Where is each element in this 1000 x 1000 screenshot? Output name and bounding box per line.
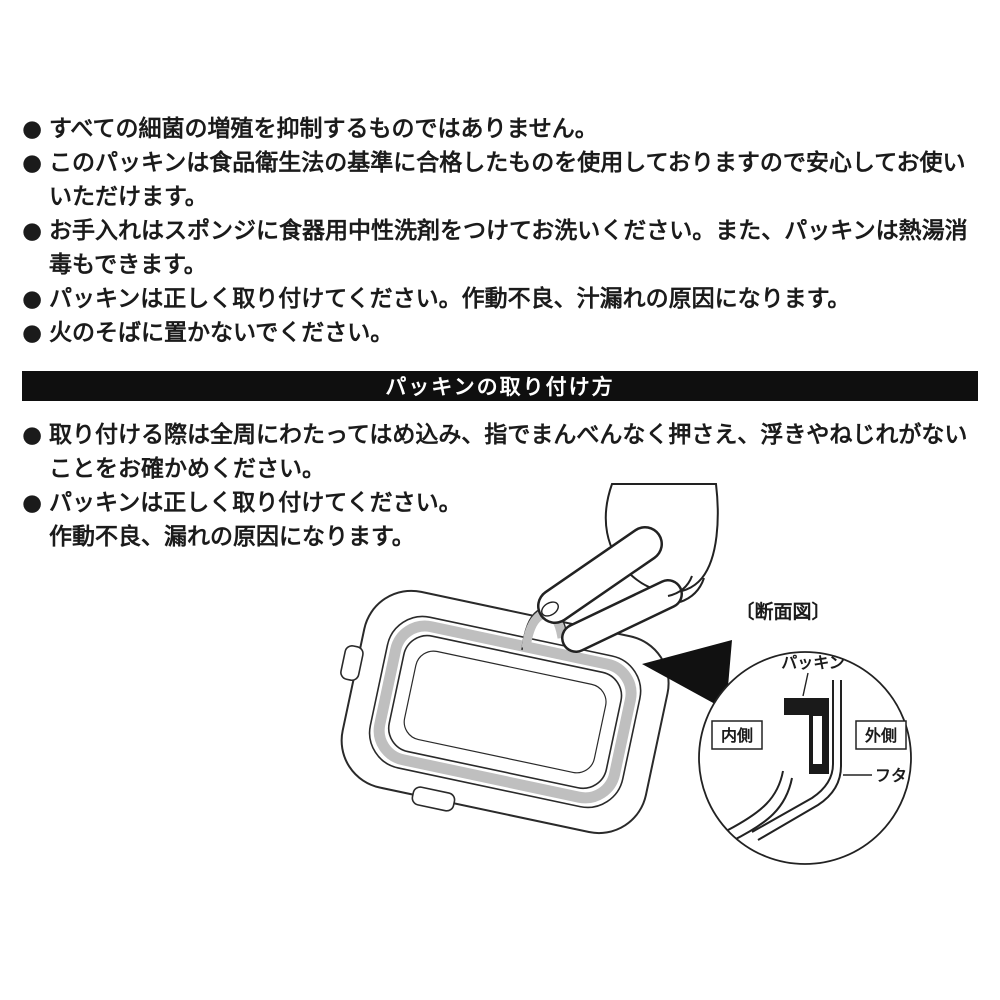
installation-illustration: 〔断面図〕 パッキン 内側 外側 フタ <box>340 483 912 865</box>
care-note-text: 火のそばに置かないでください。 <box>49 320 394 346</box>
outer-side-label-box: 外側 <box>855 720 907 750</box>
thumb <box>563 581 681 651</box>
lid-side-tab <box>340 645 364 682</box>
packing-leader-line <box>802 672 809 697</box>
callout-wedge <box>642 640 732 710</box>
inner-label: 内側 <box>721 726 753 745</box>
install-note-text: 取り付ける際は全周にわたってはめ込み、指でまんべんなく押さえ、浮きやねじれがない… <box>49 422 968 482</box>
cross-section-title: 〔断面図〕 <box>735 600 830 623</box>
care-note-text: このパッキンは食品衛生法の基準に合格したものを使用しておりますので安心してお使い… <box>49 150 966 210</box>
care-note-item: ● 火のそばに置かないでください。 <box>22 316 978 350</box>
outer-label: 外側 <box>864 726 897 745</box>
lid-wall-section <box>727 680 842 842</box>
knuckle-line <box>679 577 705 603</box>
lid-label: フタ <box>875 766 907 785</box>
care-note-item: ● パッキンは正しく取り付けてください。作動不良、汁漏れの原因になります。 <box>22 282 978 316</box>
bullet-icon: ● <box>22 422 43 448</box>
hand-illustration <box>537 483 719 653</box>
container-lid <box>340 589 670 835</box>
bullet-icon: ● <box>22 116 43 142</box>
care-note-item: ● すべての細菌の増殖を抑制するものではありません。 <box>22 112 978 146</box>
care-note-text: お手入れはスポンジに食器用中性洗剤をつけてお洗いください。また、パッキンは熱湯消… <box>49 218 968 278</box>
install-notes-list: ● 取り付ける際は全周にわたってはめ込み、指でまんべんなく押さえ、浮きやねじれが… <box>22 418 978 554</box>
care-note-text: パッキンは正しく取り付けてください。作動不良、汁漏れの原因になります。 <box>49 286 851 312</box>
fingernail <box>541 601 559 617</box>
bullet-icon: ● <box>22 320 43 346</box>
lid-inner-opening <box>403 650 607 774</box>
gasket-ring <box>373 620 637 804</box>
bullet-icon: ● <box>22 490 43 516</box>
install-note-line1: パッキンは正しく取り付けてください。 <box>49 490 462 516</box>
install-note-item: ● パッキンは正しく取り付けてください。 作動不良、漏れの原因になります。 <box>22 486 978 554</box>
knuckle-line <box>667 575 693 597</box>
lid-bottom-tab <box>411 786 456 812</box>
care-note-item: ● お手入れはスポンジに食器用中性洗剤をつけてお洗いください。また、パッキンは熱… <box>22 214 978 282</box>
install-note-text: パッキンは正しく取り付けてください。 作動不良、漏れの原因になります。 <box>49 486 978 554</box>
cross-section-circle: パッキン 内側 外側 フタ <box>698 651 912 865</box>
gasket-section <box>784 698 829 774</box>
bullet-icon: ● <box>22 286 43 312</box>
care-notes-list: ● すべての細菌の増殖を抑制するものではありません。 ● このパッキンは食品衛生… <box>22 112 978 350</box>
install-note-line2: 作動不良、漏れの原因になります。 <box>49 524 415 550</box>
section-header-bar: パッキンの取り付け方 <box>22 371 978 401</box>
install-note-item: ● 取り付ける際は全周にわたってはめ込み、指でまんべんなく押さえ、浮きやねじれが… <box>22 418 978 486</box>
inner-side-label-box: 内側 <box>711 720 763 750</box>
bullet-icon: ● <box>22 218 43 244</box>
care-note-text: すべての細菌の増殖を抑制するものではありません。 <box>49 116 598 142</box>
index-finger <box>539 528 661 622</box>
bullet-icon: ● <box>22 150 43 176</box>
circle-outline <box>698 651 912 865</box>
care-note-item: ● このパッキンは食品衛生法の基準に合格したものを使用しておりますので安心してお… <box>22 146 978 214</box>
section-title: パッキンの取り付け方 <box>385 375 615 399</box>
packing-label: パッキン <box>781 653 845 672</box>
